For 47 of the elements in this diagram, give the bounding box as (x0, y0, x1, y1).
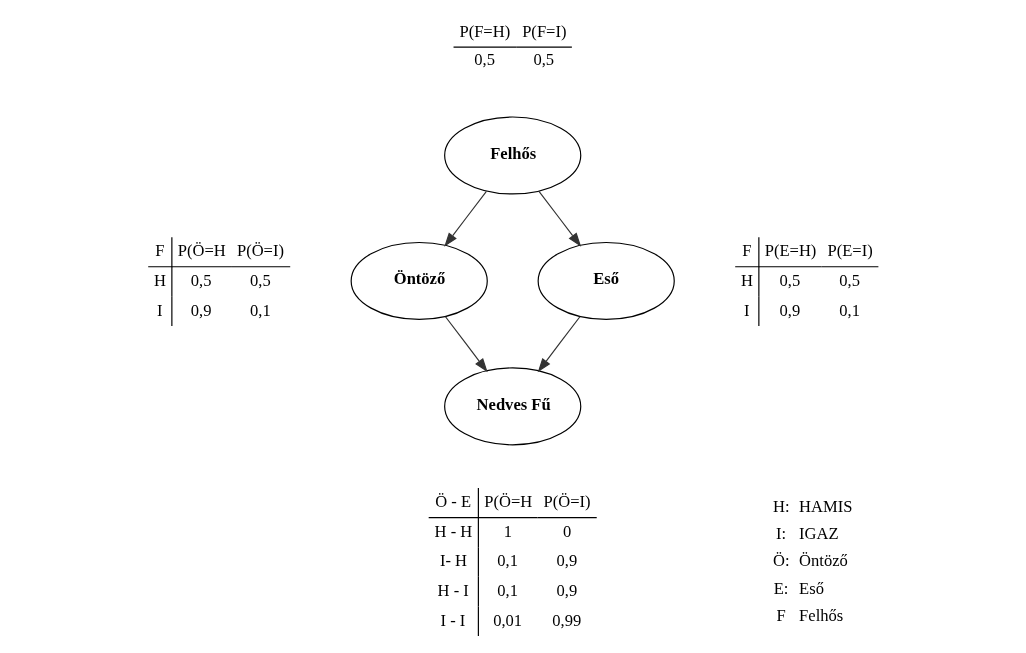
label: I (157, 300, 163, 320)
label: 1 (503, 521, 513, 541)
label: 0,9 (556, 580, 578, 600)
label: 0 (563, 521, 572, 541)
label: P(E=I) (827, 241, 873, 261)
label: P(F=H) (459, 21, 511, 41)
label: Felhős (799, 605, 844, 625)
label: H - H (434, 521, 473, 541)
label: HAMIS (799, 496, 853, 516)
label: P(Ö=H (177, 241, 226, 261)
label: P(E=H) (764, 241, 817, 261)
label: 0,5 (839, 270, 861, 290)
label: 0,9 (556, 551, 578, 571)
label: 0,1 (839, 300, 861, 320)
label: P(Ö=H (484, 492, 533, 512)
label: 0,99 (552, 610, 582, 630)
label: P(Ö=I) (236, 241, 284, 261)
label: 0,5 (249, 270, 271, 290)
label: H (154, 270, 167, 290)
label: 0,1 (497, 580, 519, 600)
label: H: (773, 496, 790, 516)
label: F (776, 605, 786, 625)
label: 0,9 (779, 300, 801, 320)
label: Öntöző (799, 551, 848, 571)
label: 0,5 (474, 50, 495, 70)
label: 0,5 (190, 270, 212, 290)
label: 0,1 (497, 551, 519, 571)
label: P(F=I) (522, 21, 567, 41)
label: I - I (440, 610, 466, 630)
label: I- H (439, 551, 468, 571)
label: Eső (799, 578, 824, 598)
label: I: (776, 524, 787, 544)
label: 0,1 (249, 300, 271, 320)
label: 0,5 (533, 50, 555, 70)
label: 0,5 (779, 270, 801, 290)
label: F (155, 241, 165, 261)
label: 0,01 (493, 610, 523, 630)
label: Ö: (773, 551, 790, 571)
label: IGAZ (799, 524, 839, 544)
label: P(Ö=I) (543, 492, 591, 512)
label: I (744, 300, 750, 320)
label: 0,9 (190, 300, 212, 320)
label: Ö - E (435, 492, 472, 512)
label: H - I (437, 580, 469, 600)
label: H (741, 270, 754, 290)
label: F (742, 241, 752, 261)
label: E: (773, 578, 789, 598)
